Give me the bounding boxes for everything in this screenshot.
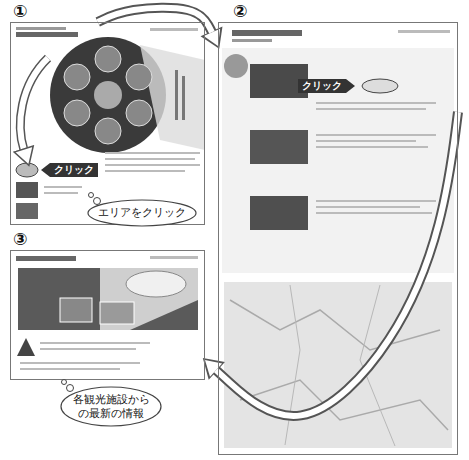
text-line xyxy=(44,186,82,188)
thumbnail xyxy=(16,203,38,219)
page-number: ① xyxy=(13,1,27,21)
page-two-screenshot xyxy=(218,22,458,455)
header-bar xyxy=(398,30,450,33)
photo-circle xyxy=(64,64,90,90)
page-one-screenshot xyxy=(10,22,205,225)
text-line xyxy=(105,170,185,172)
page-ground xyxy=(10,250,205,380)
text-line xyxy=(44,192,78,194)
connector-group xyxy=(216,112,458,416)
header-bar xyxy=(232,39,272,42)
callout-text: 各観光施設からの最新の情報 xyxy=(71,393,151,419)
page-number: ② xyxy=(233,1,247,21)
inner-arrow-outline xyxy=(20,58,48,150)
photo-circle xyxy=(95,46,121,72)
page-number: ③ xyxy=(13,229,27,249)
thumbnail xyxy=(250,196,308,230)
small-photo xyxy=(60,298,92,322)
click-target xyxy=(362,79,398,93)
text-line xyxy=(105,152,200,154)
web-page-screenshot: ③ xyxy=(10,250,205,380)
header-bar xyxy=(16,32,78,37)
flow-arrow xyxy=(98,8,212,33)
text-line xyxy=(40,348,136,350)
photo-circle xyxy=(126,100,152,126)
text-line xyxy=(40,342,150,344)
page-ground xyxy=(218,22,458,455)
page-three-screenshot xyxy=(10,250,205,380)
cloud-callout: エリアをクリック xyxy=(87,199,197,227)
cloud-shape xyxy=(61,387,161,426)
content-ground xyxy=(222,48,454,273)
thumbnail xyxy=(16,182,38,198)
tree-icon xyxy=(17,338,35,356)
text-line xyxy=(316,134,436,136)
connector-outline xyxy=(216,112,458,416)
click-badge: クリック xyxy=(50,163,98,177)
photo-circle xyxy=(64,100,90,126)
header-bar xyxy=(150,28,198,31)
text-line xyxy=(105,164,200,166)
header-bar xyxy=(16,256,76,261)
map-border xyxy=(285,285,300,445)
speech-bubble xyxy=(126,271,186,297)
web-page-screenshot: ①エリアをクリック xyxy=(10,22,205,225)
photo-band xyxy=(100,268,198,330)
main-photo xyxy=(18,268,198,330)
text-line xyxy=(182,76,185,120)
cloud-tail xyxy=(94,198,101,205)
flow-arrow xyxy=(216,112,458,416)
cloud-tail xyxy=(67,385,74,392)
photo-circle xyxy=(95,118,121,144)
connector-outline xyxy=(98,8,212,33)
click-badge: クリック xyxy=(298,79,346,93)
click-target xyxy=(16,163,38,177)
callout-text: エリアをクリック xyxy=(98,206,186,219)
map-area xyxy=(224,282,452,448)
inner-arrow xyxy=(20,58,48,150)
thumbnail xyxy=(250,130,308,164)
text-line xyxy=(105,158,195,160)
connector-group xyxy=(98,8,212,33)
diagonal-band xyxy=(140,45,205,150)
header-bar xyxy=(16,27,66,30)
text-line xyxy=(175,70,178,120)
text-line xyxy=(316,108,426,110)
text-line xyxy=(20,368,120,370)
badge-pointer xyxy=(346,79,355,93)
header-bar xyxy=(232,30,302,36)
small-photo xyxy=(100,302,134,324)
cloud-callout: 各観光施設からの最新の情報 xyxy=(60,386,162,427)
page-ground xyxy=(10,22,205,225)
text-line xyxy=(316,206,420,208)
text-line xyxy=(316,146,428,148)
photo-circle xyxy=(94,81,122,109)
badge-pointer xyxy=(41,163,50,177)
cloud-shape xyxy=(88,200,196,226)
text-line xyxy=(316,212,432,214)
text-line xyxy=(316,102,436,104)
text-line xyxy=(316,200,436,202)
cloud-tail xyxy=(62,380,67,385)
text-line xyxy=(316,140,416,142)
cloud-tail xyxy=(89,193,94,198)
header-bar xyxy=(150,256,198,259)
round-badge xyxy=(224,54,248,78)
text-line xyxy=(20,362,140,364)
photo-circle xyxy=(126,64,152,90)
